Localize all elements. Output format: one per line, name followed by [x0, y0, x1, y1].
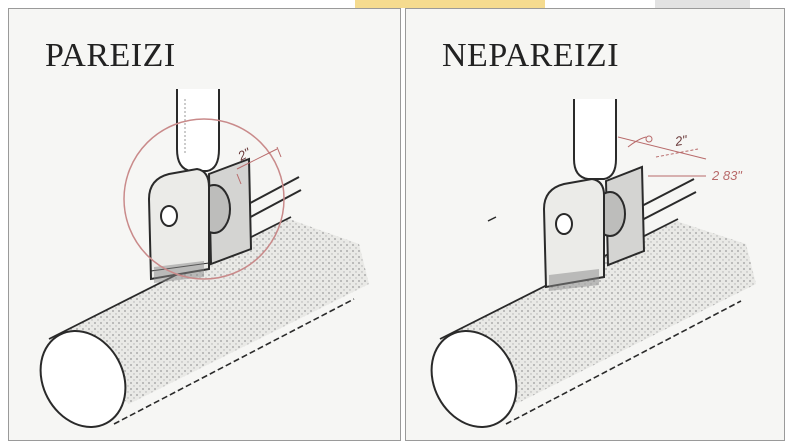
dimension-marker — [617, 135, 707, 177]
dimension-marker — [236, 146, 282, 185]
panel-title-correct: PAREIZI — [45, 37, 176, 74]
pin-rod — [635, 178, 697, 222]
correct-clevis-drawing: 2" — [39, 89, 369, 428]
incorrect-panel: NEPAREIZI — [405, 8, 785, 441]
incorrect-clevis-drawing: 2" 2 83" — [430, 99, 756, 428]
offset-label: 2 83" — [711, 168, 743, 183]
clevis-stem — [573, 99, 617, 180]
dimension-label: 2" — [673, 132, 690, 149]
dimension-label: 2" — [234, 144, 254, 164]
stray-mark — [487, 216, 497, 222]
correct-panel: PAREIZI — [8, 8, 401, 441]
watermark-stripe — [355, 0, 545, 8]
highlight-circle — [123, 118, 285, 280]
clevis-front-plate — [542, 177, 605, 291]
panel-title-incorrect: NEPAREIZI — [442, 37, 620, 74]
pipe-shape — [430, 218, 756, 428]
watermark-stripe — [655, 0, 750, 8]
clevis-stem — [176, 89, 220, 172]
clevis-front-plate — [147, 167, 210, 283]
